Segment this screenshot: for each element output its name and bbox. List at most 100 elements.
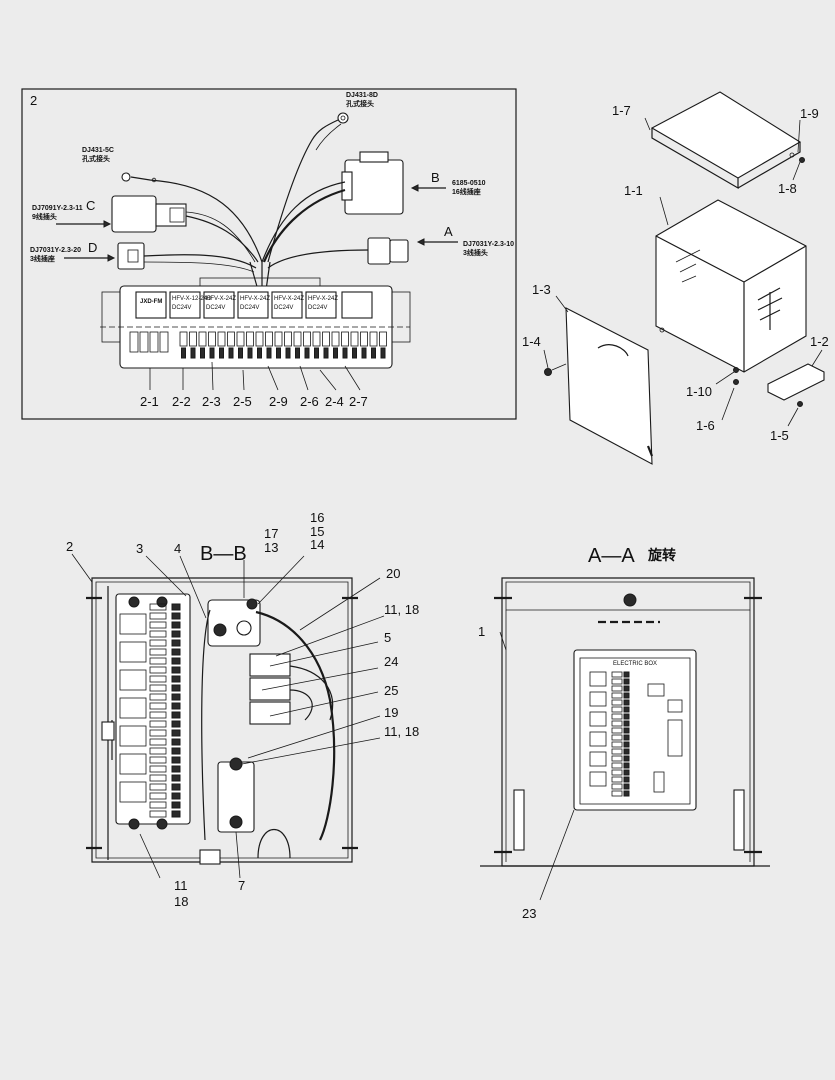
socket-3wire [117,242,257,273]
relay [119,697,147,719]
module [667,699,683,713]
fuse [611,790,623,797]
fuse [149,621,167,629]
fuse-terminal [623,776,630,783]
conn-desc-8d: 孔式接头 [346,99,374,108]
fuse [149,675,167,683]
callout-1-5: 1-5 [770,428,789,443]
fuse [293,331,302,347]
fuse [149,765,167,773]
fuse [149,756,167,764]
fuse [189,331,197,347]
fuse-terminal [304,347,310,359]
fuse [149,648,167,656]
fuse [611,692,623,699]
fuse-terminal [200,347,205,359]
fuse-terminal [623,741,630,748]
fuse [611,727,623,734]
fuse-terminal [623,706,630,713]
fuse [149,702,167,710]
fuse [149,684,167,692]
fuse [322,331,330,347]
plug-3wire [267,237,409,269]
fuse [198,331,207,347]
conn-letter-c: C [86,198,95,213]
fuse [611,769,623,776]
fuse [274,331,283,347]
fuse-terminal [380,347,386,359]
fuse [149,801,167,809]
connector-slot [159,331,169,353]
fuse [149,729,167,737]
ring-connector-left [121,172,263,263]
fuse-terminal [228,347,234,359]
relay [589,691,607,707]
fuse-terminal [171,711,181,719]
fuse [611,755,623,762]
conn-desc-b: 16线插座 [452,187,481,196]
relay [119,753,147,775]
fuse-terminal [285,347,291,359]
relay [589,771,607,787]
bb-callout-2: 2 [66,539,73,554]
fuse [149,666,167,674]
fuse-terminal [623,671,630,678]
fuse-terminal [371,347,376,359]
callout-1-4: 1-4 [522,334,541,349]
callout-1-9: 1-9 [800,106,819,121]
fuse-terminal [171,720,181,728]
fuse-terminal [276,347,281,359]
bb-callout-25: 25 [384,683,398,698]
fuse-terminal [257,347,262,359]
callout-1-10: 1-10 [686,384,712,399]
fuse [611,706,623,713]
bb-callout-11-18-b: 11, 18 [384,724,419,739]
bb-callout-18: 18 [174,894,188,909]
bb-callout-15: 15 [310,524,324,539]
fuse [255,331,264,347]
fuse-terminal [333,347,338,359]
fuse [360,331,368,347]
section-bb: B—B 2 3 4 17 13 [66,510,419,909]
fuse [149,747,167,755]
fuse [149,792,167,800]
section-aa-rotation-note: 旋转 [647,547,676,564]
fuse-terminal [171,747,181,755]
fuse-terminal [623,748,630,755]
bb-callout-14: 14 [310,537,324,552]
callout-2-4: 2-4 [325,394,344,409]
fuse [149,693,167,701]
fuse-terminal [623,755,630,762]
relay [589,671,607,687]
callout-1-6: 1-6 [696,418,715,433]
callout-2-5: 2-5 [233,394,252,409]
fuse-terminal [623,727,630,734]
fuse-terminal [623,678,630,685]
fuse-terminal [342,347,348,359]
callout-2-1: 2-1 [140,394,159,409]
section-aa-title: A—A [588,545,635,567]
plug-9wire [111,195,259,263]
conn-code-a: DJ7031Y-2.3-10 [463,241,514,248]
fuse-terminal [171,666,181,674]
fuse [303,331,311,347]
module [653,771,665,793]
fuse [149,711,167,719]
callout-2-2: 2-2 [172,394,191,409]
conn-desc-c: 9线插头 [32,212,57,221]
fuse [611,741,623,748]
fuse-terminal [623,720,630,727]
relay [119,669,147,691]
detail-number: 2 [30,93,37,108]
relay-label-1: JXD-FM [140,299,162,305]
callout-2-7: 2-7 [349,394,368,409]
relay [589,751,607,767]
fuse-terminal [623,769,630,776]
fuse [246,331,254,347]
conn-code-c: DJ7091Y-2.3-11 [32,205,83,212]
fuse [217,331,226,347]
